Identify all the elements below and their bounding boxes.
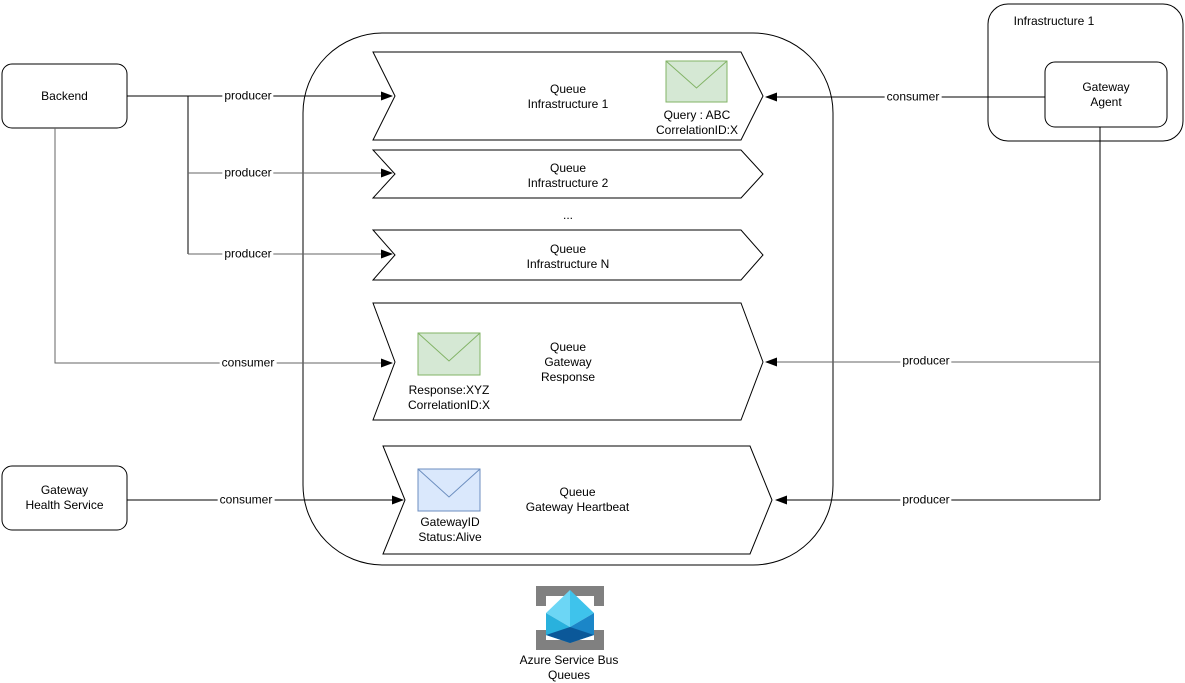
- infrastructure1-label: Infrastructure 1: [1013, 14, 1095, 28]
- queue-gateway-heartbeat-label: Queue Gateway Heartbeat: [525, 485, 630, 514]
- envelope-icon-heartbeat[interactable]: [417, 468, 481, 512]
- edge-label-health-heartbeat: consumer: [217, 492, 275, 507]
- azure-service-bus-icon[interactable]: [536, 586, 604, 650]
- gateway-health-service-label: Gateway Health Service: [25, 483, 104, 512]
- edge-backend-to-response: [54, 128, 393, 368]
- queue-gateway-response-label: Queue Gateway Response: [540, 340, 596, 384]
- edge-label-backend-response: consumer: [219, 355, 277, 370]
- queue-ellipsis: ...: [562, 208, 573, 222]
- gateway-agent-box[interactable]: [1044, 61, 1168, 128]
- envelope-icon-query[interactable]: [665, 60, 728, 103]
- edge-label-backend-infraN: producer: [222, 246, 274, 261]
- query-message-caption: Query : ABC CorrelationID:X: [655, 108, 739, 137]
- edge-label-agent-response: producer: [900, 353, 952, 368]
- response-message-caption: Response:XYZ CorrelationID:X: [407, 383, 491, 412]
- queue-infrastructure-2-label: Queue Infrastructure 2: [527, 161, 609, 190]
- queue-infrastructure-n-label: Queue Infrastructure N: [526, 242, 610, 271]
- edge-label-agent-heartbeat: producer: [900, 492, 952, 507]
- backend-label: Backend: [41, 88, 88, 103]
- edge-label-backend-infra1: producer: [222, 88, 274, 103]
- queue-gateway-response-shape[interactable]: [372, 302, 764, 421]
- heartbeat-message-caption: GatewayID Status:Alive: [418, 515, 482, 544]
- queue-infrastructure-2-shape[interactable]: [371, 149, 764, 199]
- azure-service-bus-label: Azure Service Bus Queues: [519, 653, 619, 682]
- edge-label-agent-infra1: consumer: [884, 89, 942, 104]
- queue-infrastructure-n-shape[interactable]: [371, 229, 764, 281]
- gateway-health-service-box[interactable]: [1, 465, 128, 531]
- envelope-icon-response[interactable]: [417, 332, 481, 376]
- edge-label-backend-infra2: producer: [222, 165, 274, 180]
- gateway-agent-label: Gateway Agent: [1082, 79, 1130, 109]
- queue-infrastructure-1-label: Queue Infrastructure 1: [527, 82, 609, 111]
